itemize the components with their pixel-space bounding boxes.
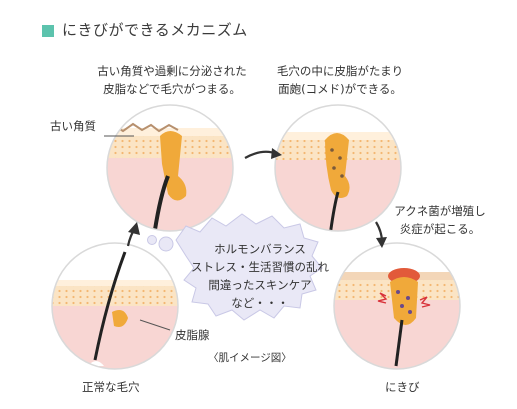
cause-bubble-text: ホルモンバランス ストレス・生活習慣の乱れ 間違ったスキンケア など・・・ — [180, 240, 340, 312]
caption-clogged-line-2: 皮脂などで毛穴がつまる。 — [103, 82, 241, 96]
caption-comedone: 毛穴の中に皮脂がたまり 面皰(コメド)ができる。 — [250, 62, 430, 98]
skin-circle-inflamed — [334, 243, 460, 369]
caption-inflamed-line-2: 炎症が起こる。 — [399, 222, 481, 236]
caption-clogged-line-1: 古い角質や過剰に分泌された — [97, 64, 247, 78]
skin-circle-clogged — [107, 105, 233, 231]
page-title: にきびができるメカニズム — [62, 21, 248, 39]
cause-line-4: など・・・ — [231, 296, 289, 310]
caption-clogged: 古い角質や過剰に分泌された 皮脂などで毛穴がつまる。 — [82, 62, 262, 98]
caption-comedone-line-2: 面皰(コメド)ができる。 — [278, 82, 402, 96]
label-normal-pore: 正常な毛穴 — [82, 380, 140, 394]
label-sebaceous-gland: 皮脂腺 — [175, 328, 210, 342]
caption-inflamed: アクネ菌が増殖し 炎症が起こる。 — [380, 202, 500, 238]
skin-circle-normal — [52, 243, 178, 369]
caption-comedone-line-1: 毛穴の中に皮脂がたまり — [276, 64, 404, 78]
cause-line-1: ホルモンバランス — [214, 242, 306, 256]
label-old-keratin: 古い角質 — [50, 119, 96, 133]
cause-line-3: 間違ったスキンケア — [208, 278, 312, 292]
title-marker — [42, 25, 54, 37]
cause-line-2: ストレス・生活習慣の乱れ — [191, 260, 329, 274]
cause-bubble-shape — [175, 213, 323, 321]
footnote: 〈肌イメージ図〉 — [208, 352, 292, 364]
caption-inflamed-line-1: アクネ菌が増殖し — [394, 204, 486, 218]
label-acne: にきび — [385, 380, 420, 394]
